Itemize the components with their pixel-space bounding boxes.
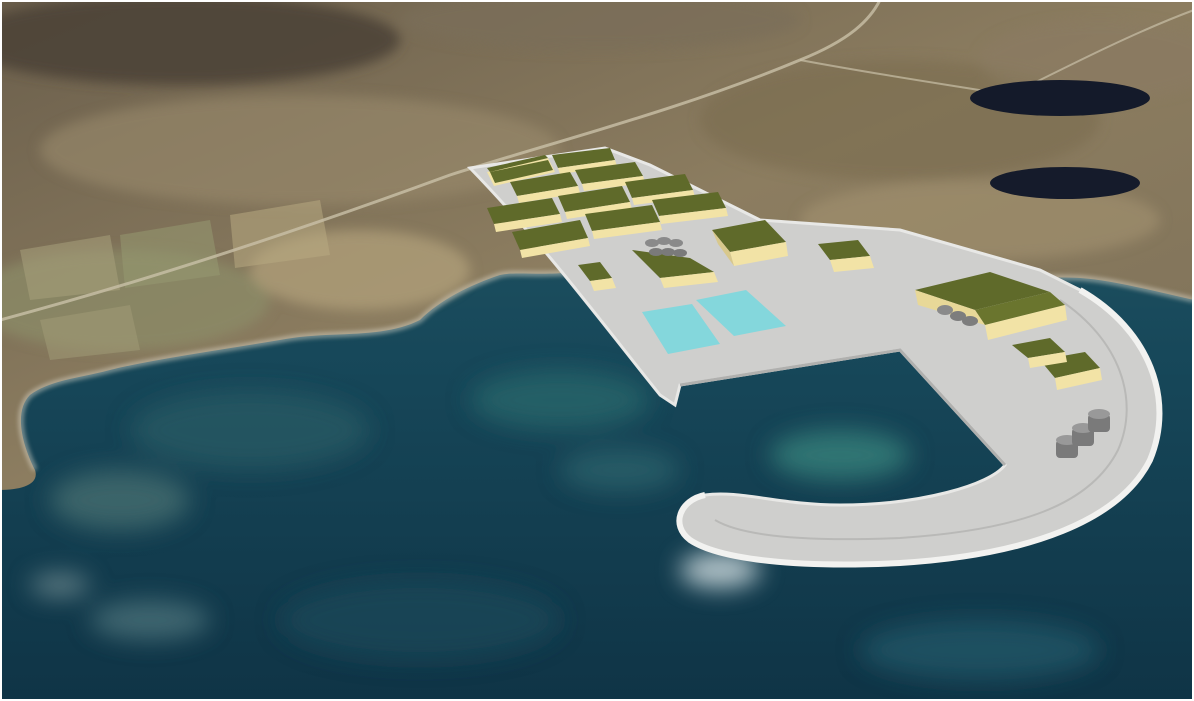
breakwater-edge <box>676 287 1163 568</box>
building <box>558 186 632 219</box>
building <box>625 174 695 205</box>
building <box>487 155 555 186</box>
building <box>632 250 718 288</box>
lake-lower <box>990 167 1140 199</box>
storage-tanks <box>645 237 1110 458</box>
sea-texture <box>30 370 1100 680</box>
building <box>585 205 662 239</box>
building <box>552 148 617 174</box>
building <box>487 198 562 232</box>
lake-upper <box>970 80 1150 116</box>
pool-right <box>696 290 786 336</box>
building <box>818 240 874 272</box>
quay-edge <box>679 348 1007 467</box>
building <box>652 192 728 224</box>
building <box>510 172 580 203</box>
building <box>578 262 616 291</box>
building <box>712 220 788 266</box>
building <box>1012 338 1102 390</box>
building <box>512 220 590 258</box>
pool-left <box>642 304 720 354</box>
building <box>575 162 645 191</box>
breakwater-inner <box>714 299 1128 541</box>
road <box>0 0 882 322</box>
buildings <box>487 148 1102 390</box>
